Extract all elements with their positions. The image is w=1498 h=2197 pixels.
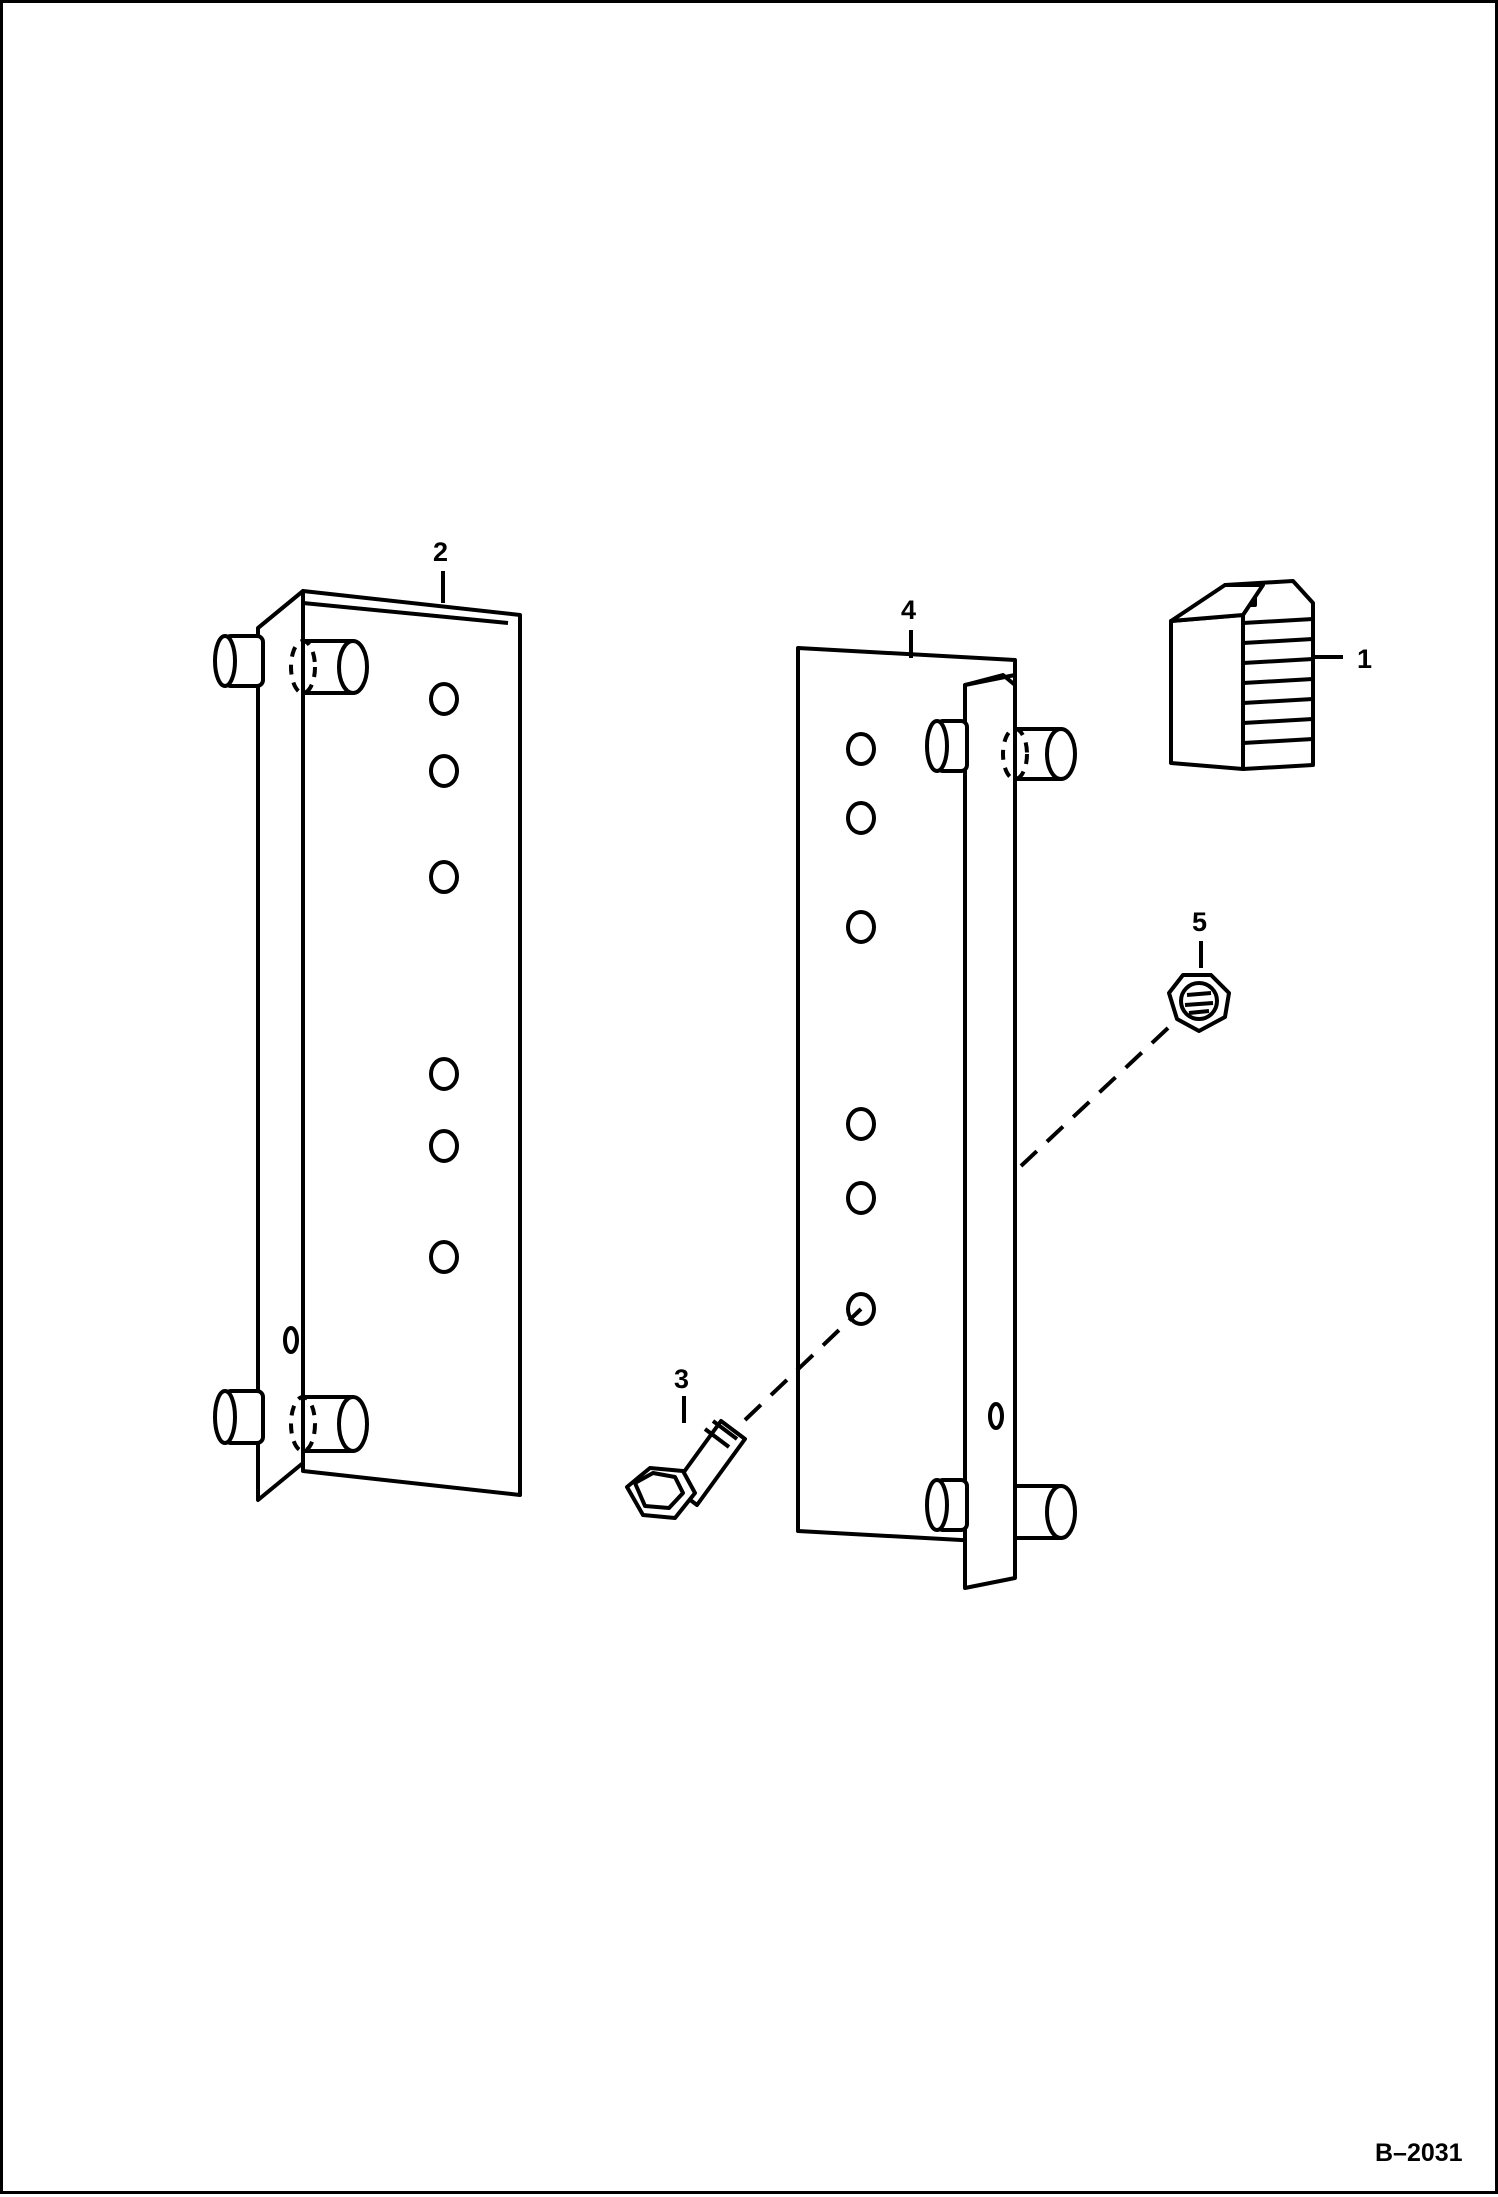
part-4-pin-bottom [925, 1478, 1077, 1540]
part-5-assembly-line [1019, 1026, 1170, 1168]
part-5-nut [1167, 941, 1231, 1033]
callout-item-5: 5 [1192, 907, 1207, 937]
part-1-block [1169, 579, 1343, 771]
callout-item-2: 2 [433, 537, 448, 567]
part-4-mounting-holes [846, 732, 876, 1326]
callout-item-1: 1 [1357, 644, 1372, 674]
callout-item-4: 4 [901, 595, 916, 625]
part-2-slot [283, 1326, 299, 1354]
part-2-mounting-holes [429, 682, 459, 1274]
exploded-parts-diagram: 1 2 3 4 5 B–2031 [213, 537, 1463, 2167]
callout-item-3: 3 [674, 1364, 689, 1394]
part-2-angle-bracket [213, 571, 522, 1502]
part-4-angle-bracket [796, 630, 1077, 1590]
part-4-pin-top [925, 719, 1077, 781]
part-4-slot [988, 1402, 1004, 1430]
part-2-pin-bottom [213, 1389, 369, 1453]
part-3-bolt [625, 1396, 747, 1520]
figure-number: B–2031 [1375, 2139, 1463, 2167]
part-3-assembly-line [743, 1307, 863, 1422]
part-2-pin-top [213, 634, 369, 695]
